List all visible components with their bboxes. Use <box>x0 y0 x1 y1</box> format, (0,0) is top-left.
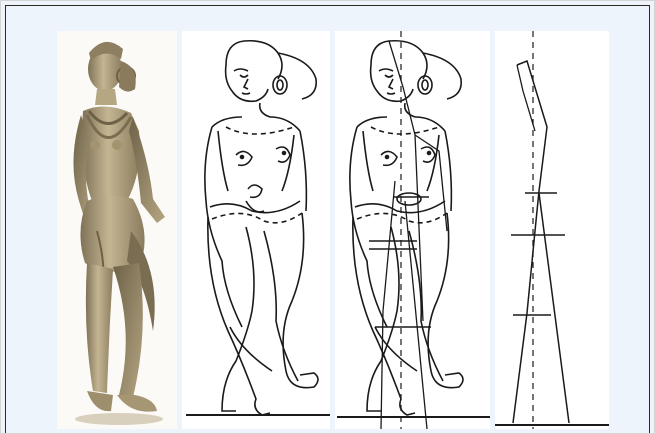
axis-lines <box>495 31 609 429</box>
outline-drawing <box>182 31 330 429</box>
sculpture-photo <box>57 31 177 429</box>
axis-drawing <box>335 31 490 429</box>
axis-lines-panel <box>495 31 609 429</box>
sculpture-photo-panel <box>57 31 177 429</box>
outline-drawing-panel <box>182 31 330 429</box>
axis-drawing-panel <box>335 31 490 429</box>
